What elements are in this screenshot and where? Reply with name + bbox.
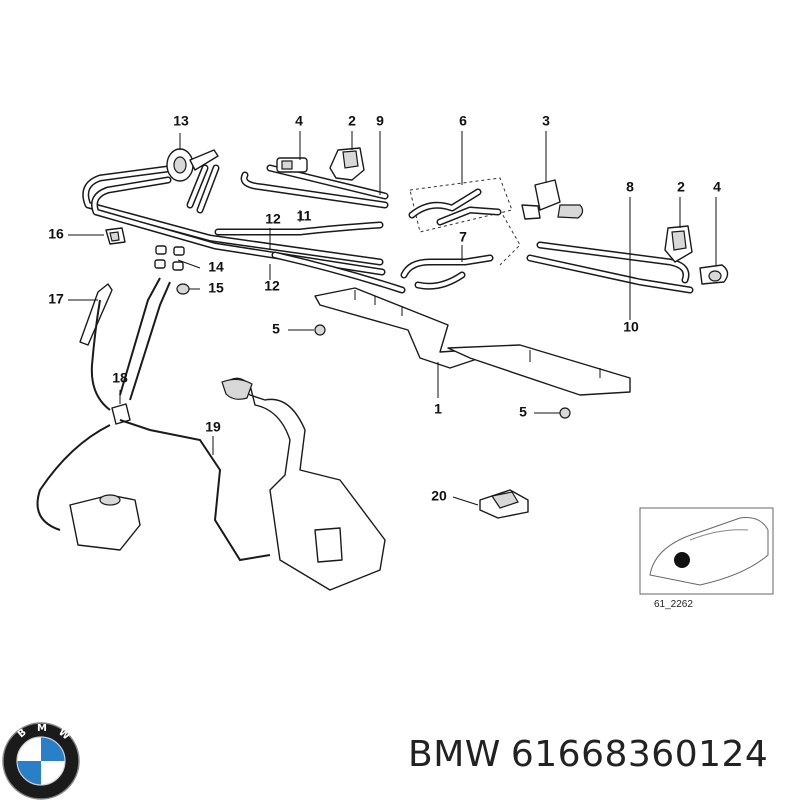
callout-5b: 5 [519, 404, 527, 420]
callout-11: 11 [297, 208, 312, 224]
callout-labels: 13 4 2 9 6 3 8 2 4 11 12 12 7 16 14 15 1… [48, 113, 721, 504]
leader-lines [68, 131, 717, 506]
callout-4a: 4 [295, 113, 303, 129]
nozzles-14-15 [154, 245, 190, 295]
pump-13 [166, 148, 220, 214]
main-hose-bundle [82, 164, 386, 276]
bracket-1 [314, 287, 631, 396]
callout-15: 15 [208, 280, 224, 296]
callout-20: 20 [431, 488, 447, 504]
callout-17: 17 [48, 291, 64, 307]
washer-tank [36, 377, 386, 591]
callout-2b: 2 [677, 179, 685, 195]
svg-text:M: M [37, 723, 47, 734]
callout-13: 13 [173, 113, 189, 129]
inset-car-locator [639, 507, 774, 595]
part-number: 61668360124 [510, 734, 769, 775]
callout-10: 10 [623, 319, 639, 335]
brand-name: BMW [408, 734, 501, 775]
callout-18: 18 [112, 370, 128, 386]
callout-6: 6 [459, 113, 467, 129]
callout-19: 19 [205, 419, 221, 435]
callout-8: 8 [626, 179, 634, 195]
bmw-logo-icon: B M W [2, 722, 80, 800]
callout-12a: 12 [265, 211, 281, 227]
callout-5a: 5 [272, 321, 280, 337]
screw-5b [559, 407, 571, 419]
callout-7: 7 [459, 229, 467, 245]
callout-16: 16 [48, 226, 64, 242]
valve-3 [521, 179, 584, 220]
callout-4b: 4 [713, 179, 721, 195]
callout-12b: 12 [264, 278, 280, 294]
clip-16 [105, 227, 126, 245]
right-hoses [526, 225, 729, 294]
callout-1: 1 [434, 401, 442, 417]
inset-reference: 61_2262 [654, 599, 693, 610]
hose-connectors-6-7 [400, 177, 521, 290]
callout-3: 3 [542, 113, 550, 129]
callout-2a: 2 [348, 113, 356, 129]
washer-jet-17 [79, 277, 171, 425]
callout-9: 9 [376, 113, 384, 129]
svg-text:W: W [56, 727, 72, 743]
clip-20 [479, 489, 529, 519]
callout-14: 14 [208, 259, 224, 275]
nozzle-group-left [240, 147, 389, 209]
screw-5a [314, 324, 326, 336]
